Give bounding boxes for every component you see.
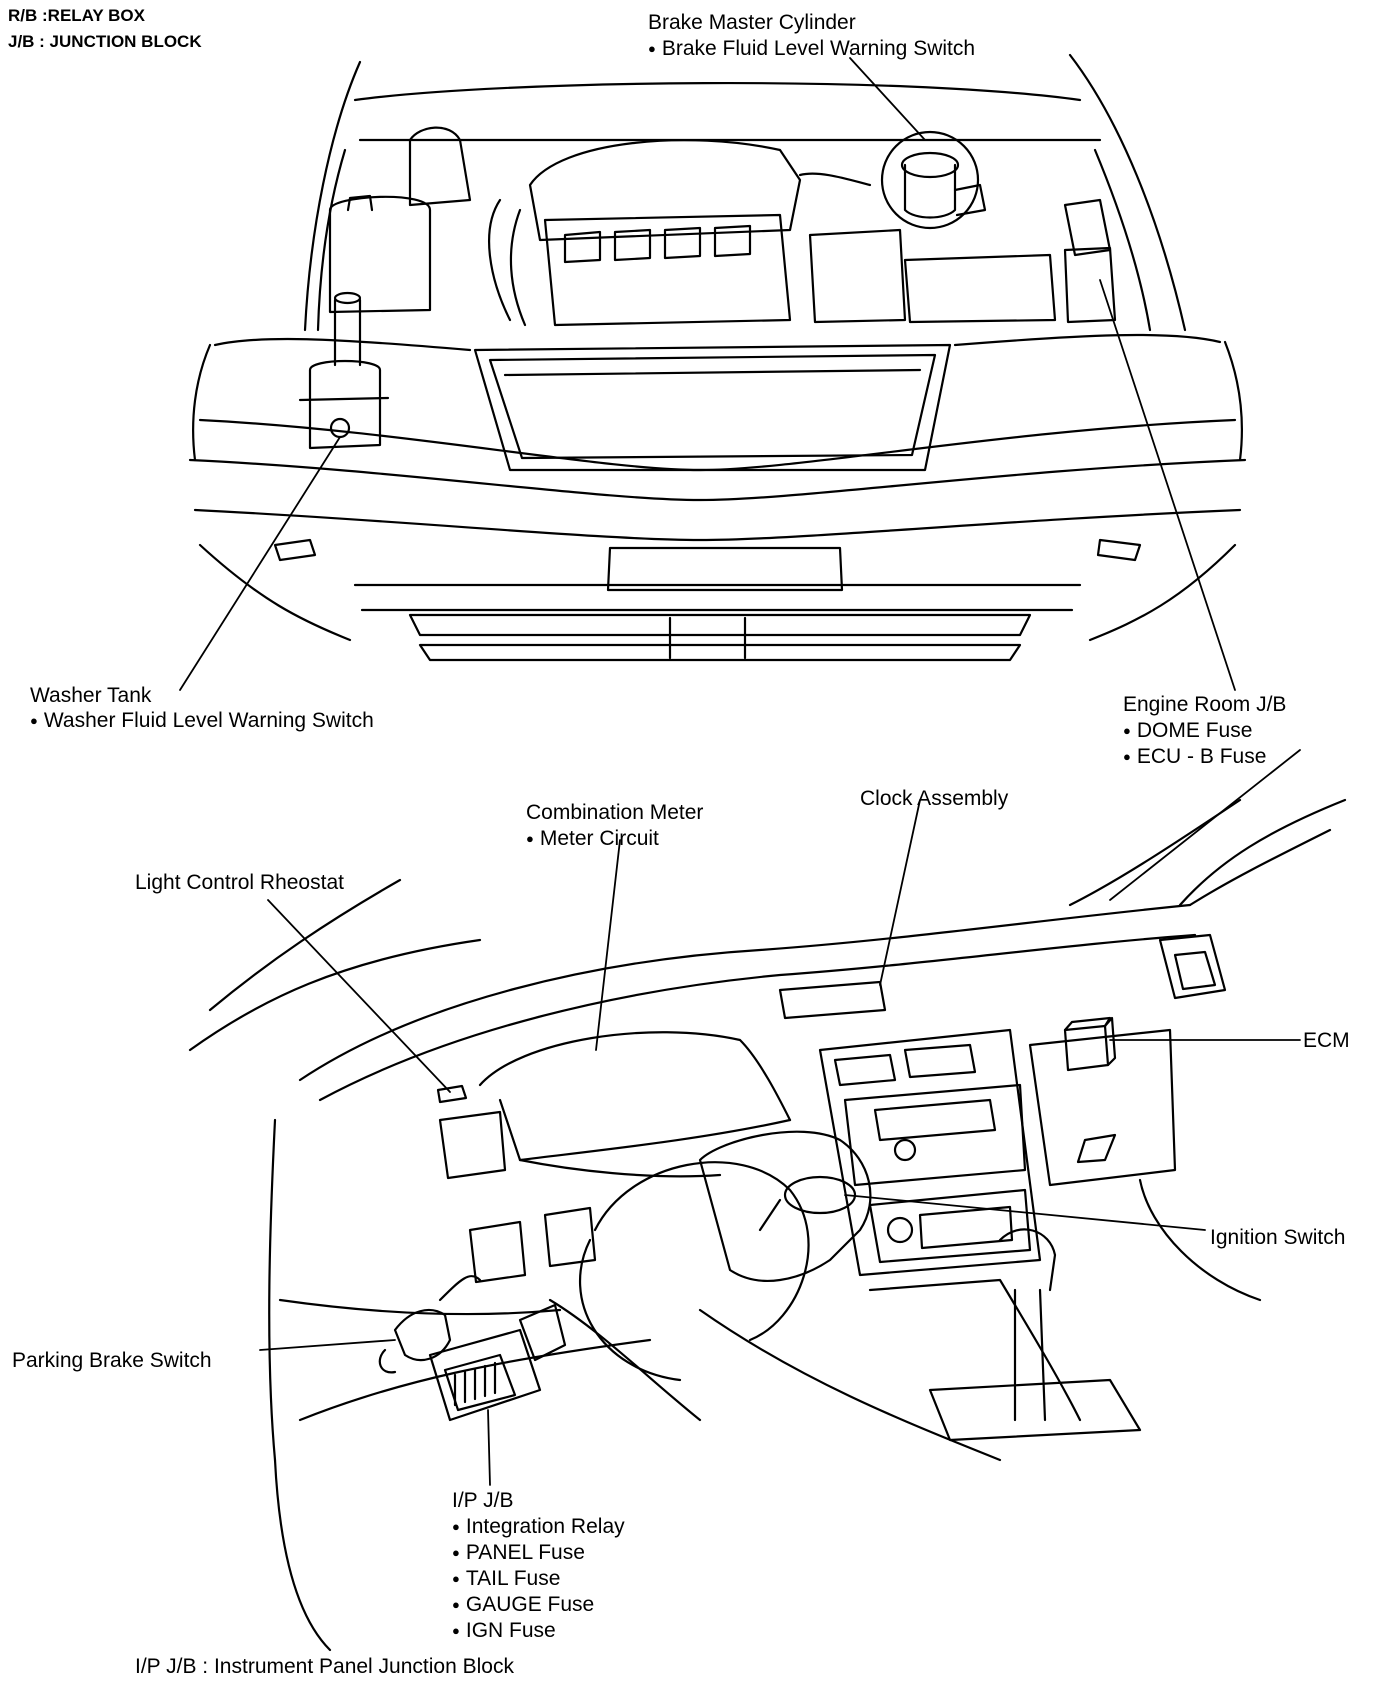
clock-assembly-label: Clock Assembly xyxy=(860,787,1009,810)
car-front-illustration xyxy=(188,53,1247,662)
parking-brake-switch-label: Parking Brake Switch xyxy=(12,1349,212,1372)
combination-meter-label: Combination Meter xyxy=(526,801,704,824)
upper-leader-lines xyxy=(179,57,1236,691)
legend-relay-box: R/B :RELAY BOX xyxy=(8,6,145,25)
panel-fuse-label: PANEL Fuse xyxy=(452,1540,585,1565)
ip-jb-label: I/P J/B xyxy=(452,1489,514,1512)
gauge-fuse-label: GAUGE Fuse xyxy=(452,1592,594,1617)
tail-fuse-label: TAIL Fuse xyxy=(452,1566,561,1591)
brake-master-cylinder-label: Brake Master Cylinder xyxy=(648,11,856,34)
ip-jb-footnote: I/P J/B : Instrument Panel Junction Bloc… xyxy=(135,1655,514,1678)
integration-relay-label: Integration Relay xyxy=(452,1514,625,1539)
ecu-b-fuse-label: ECU - B Fuse xyxy=(1123,744,1267,769)
legend-junction-block: J/B : JUNCTION BLOCK xyxy=(8,32,202,51)
lower-leader-lines xyxy=(259,749,1301,1486)
meter-circuit-label: Meter Circuit xyxy=(526,826,659,851)
dashboard-illustration xyxy=(188,798,1347,1652)
ign-fuse-label: IGN Fuse xyxy=(452,1618,556,1643)
light-control-rheostat-label: Light Control Rheostat xyxy=(135,871,344,894)
ecm-label: ECM xyxy=(1303,1029,1350,1052)
engine-room-jb-label: Engine Room J/B xyxy=(1123,693,1287,716)
dome-fuse-label: DOME Fuse xyxy=(1123,718,1253,743)
ignition-switch-label: Ignition Switch xyxy=(1210,1226,1346,1249)
brake-fluid-switch-label: Brake Fluid Level Warning Switch xyxy=(648,36,975,61)
washer-tank-label: Washer Tank xyxy=(30,684,152,707)
washer-fluid-switch-label: Washer Fluid Level Warning Switch xyxy=(30,708,374,733)
